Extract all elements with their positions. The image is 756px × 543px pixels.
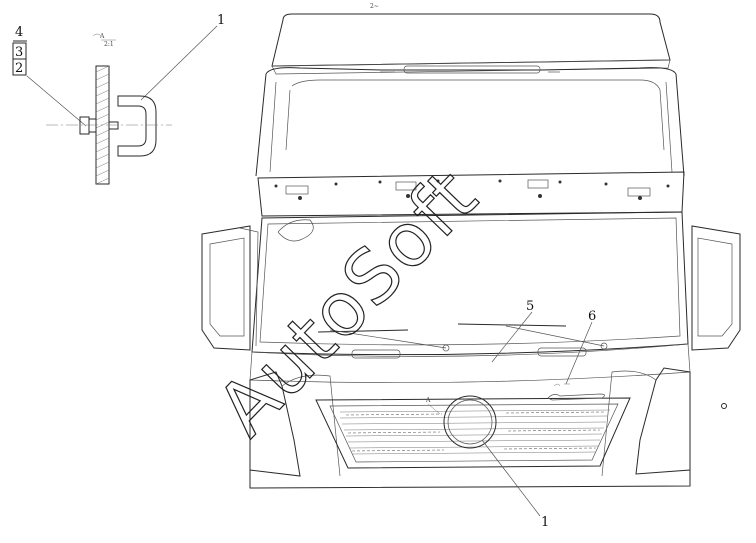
windscreen (251, 211, 689, 356)
leader-line-5 (491, 311, 533, 363)
front-grille (315, 397, 631, 469)
callout-box-2 (12, 58, 27, 76)
grille-emblem (443, 395, 497, 449)
view-arrow-label: A (425, 397, 431, 404)
bolt-shank (108, 121, 119, 130)
scale-label: 2:1 (104, 41, 114, 48)
callout-4: 4 (15, 25, 23, 40)
leader-line-1-grille (481, 439, 541, 517)
roof-spoiler (271, 13, 671, 67)
top-fragment: 2~ (370, 3, 379, 10)
bumper-line (249, 470, 691, 489)
view-arrow (427, 403, 441, 415)
callout-5: 5 (526, 299, 534, 314)
callout-1-grille: 1 (541, 515, 549, 530)
detail-view: 4 3 2 1 A 2:1 (12, 13, 225, 185)
bracket-part (117, 95, 157, 157)
right-headlamp-area (635, 367, 691, 475)
section-mark: A (99, 33, 105, 40)
truck-cab: A 5 6 1 (201, 13, 741, 530)
wiper-left (317, 329, 450, 352)
nut (79, 116, 90, 135)
side-marker (721, 403, 727, 409)
washer (88, 118, 97, 133)
callout-6: 6 (588, 309, 596, 324)
model-badge (547, 393, 605, 401)
callout-3: 3 (15, 45, 23, 60)
wiper-right (457, 323, 608, 350)
windscreen-sticker (277, 219, 314, 242)
roof-lamp-bar (403, 65, 541, 74)
leader-line-6 (565, 321, 593, 385)
watermark: AutoSoft (201, 153, 495, 453)
callout-1-detail: 1 (217, 13, 225, 28)
leader-line-1-detail (140, 25, 218, 101)
leader-line-2-4 (26, 75, 87, 127)
left-mirror (201, 225, 259, 351)
callout-2: 2 (15, 61, 23, 76)
right-mirror (691, 225, 741, 351)
